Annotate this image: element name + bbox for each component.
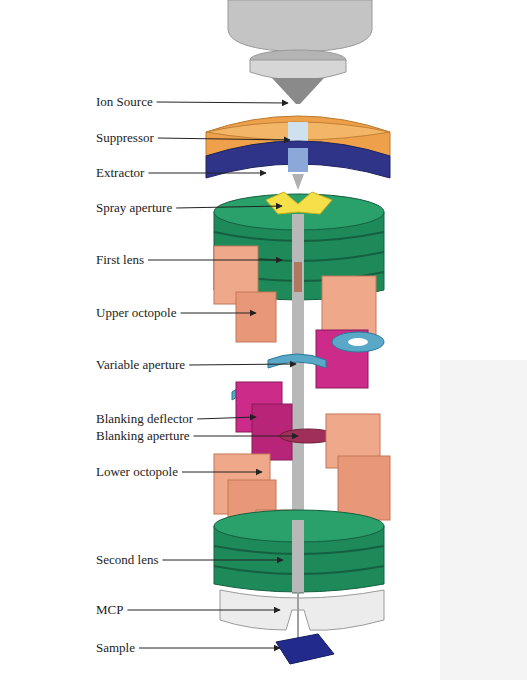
leader-arrow <box>139 648 280 649</box>
leader-arrow <box>176 206 282 208</box>
leader-arrow <box>197 417 256 419</box>
part-label: First lens <box>96 252 144 267</box>
part-label: Second lens <box>96 552 158 567</box>
part-label: Spray aperture <box>96 200 172 215</box>
part-label: Variable aperture <box>96 357 185 372</box>
leader-arrow <box>127 610 280 611</box>
octopole-block <box>338 456 390 520</box>
beam-tube <box>294 262 302 292</box>
source-disc <box>250 60 346 80</box>
leader-arrow <box>181 313 256 314</box>
part-label: Ion Source <box>96 94 153 109</box>
source-tip <box>272 78 324 104</box>
extractor-disc <box>206 141 390 178</box>
leader-arrow <box>194 436 299 437</box>
aperture-hole <box>348 338 368 346</box>
beam-tube <box>292 214 304 594</box>
leader-arrow <box>158 138 290 140</box>
part-label: Blanking deflector <box>96 411 193 426</box>
beam-tube <box>292 520 304 592</box>
part-label: Lower octopole <box>96 464 178 479</box>
leader-arrow <box>157 102 288 103</box>
source-body <box>228 0 372 52</box>
part-label: Sample <box>96 640 135 655</box>
octopole-block <box>236 292 276 342</box>
leader-arrow <box>148 260 282 261</box>
leader-arrow <box>162 560 283 561</box>
part-label: Extractor <box>96 165 144 180</box>
leader-arrow <box>182 472 262 473</box>
part-label: Suppressor <box>96 130 154 145</box>
spray-aperture <box>266 192 332 214</box>
sample-block <box>276 634 334 664</box>
octopole-block <box>322 276 376 338</box>
leader-arrow <box>189 364 296 365</box>
extractor-slot <box>288 148 308 172</box>
beam <box>292 174 304 190</box>
background-panel <box>440 360 527 680</box>
ion-beam <box>297 592 299 638</box>
aperture-ring <box>332 332 384 352</box>
leader-arrow <box>148 173 266 174</box>
part-label: Blanking aperture <box>96 428 190 443</box>
part-label: MCP <box>96 602 123 617</box>
part-label: Upper octopole <box>96 305 177 320</box>
variable-aperture <box>268 354 326 368</box>
